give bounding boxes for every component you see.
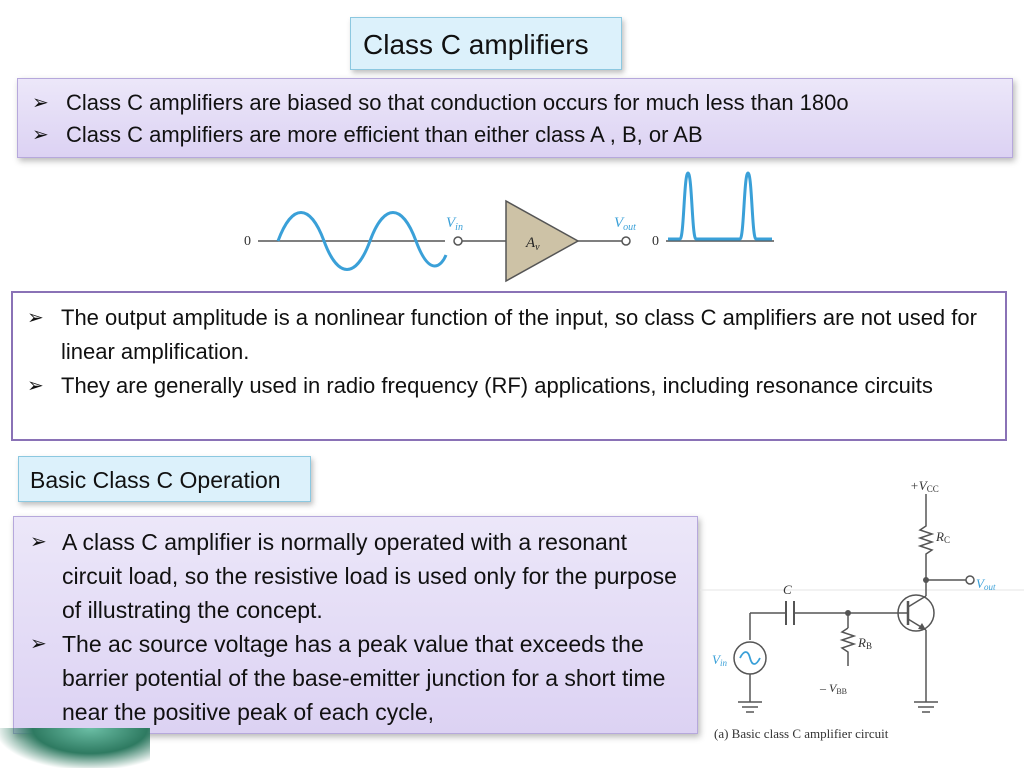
bullet-text: Class C amplifiers are biased so that co… [66, 90, 849, 115]
vcc-label: +VCC [910, 478, 939, 494]
class-c-circuit-diagram: +VCC RC Vout C Vin RB – VBB (a) Basic cl… [700, 478, 1024, 741]
input-zero-label: 0 [244, 234, 251, 249]
vout-label: Vout [614, 215, 636, 233]
vout-label: Vout [976, 576, 996, 592]
bullet-text: They are generally used in radio frequen… [61, 373, 933, 398]
amplifier-triangle-icon [505, 199, 580, 283]
vin-label: Vin [712, 652, 727, 668]
rc-resistor-icon [917, 520, 935, 580]
output-pulse-train [668, 171, 772, 241]
emitter-arrow-icon [918, 623, 926, 630]
input-sine-wave [276, 211, 448, 271]
c-label: C [783, 582, 792, 597]
slide-title: Class C amplifiers [350, 17, 622, 70]
vin-label: Vin [446, 215, 463, 233]
arrow-bullet-icon: ➢ [27, 375, 44, 397]
section-heading: Basic Class C Operation [18, 456, 311, 502]
list-item: ➢ Class C amplifiers are more efficient t… [28, 119, 1002, 151]
list-item: ➢ The output amplitude is a nonlinear fun… [23, 301, 995, 369]
details-list: ➢ The output amplitude is a nonlinear fun… [23, 301, 995, 403]
intro-list: ➢ Class C amplifiers are biased so that c… [28, 87, 1002, 151]
circuit-caption: (a) Basic class C amplifier circuit [714, 726, 889, 741]
intro-box: ➢ Class C amplifiers are biased so that c… [17, 78, 1013, 158]
output-terminal-icon [621, 236, 631, 246]
arrow-bullet-icon: ➢ [32, 92, 49, 114]
rb-label: RB [857, 635, 872, 651]
arrow-bullet-icon: ➢ [27, 307, 44, 329]
rc-label: RC [935, 529, 950, 545]
operation-list: ➢ A class C amplifier is normally operate… [24, 525, 687, 729]
input-terminal-icon [453, 236, 463, 246]
ac-sine-icon [739, 651, 761, 665]
waveform-diagram: 0 Vin Av Vout 0 [244, 171, 774, 283]
list-item: ➢ A class C amplifier is normally operate… [24, 525, 687, 627]
operation-box: ➢ A class C amplifier is normally operate… [13, 516, 698, 734]
vout-terminal-icon [965, 575, 975, 585]
list-item: ➢ They are generally used in radio freque… [23, 369, 995, 403]
ground-icon [738, 701, 762, 713]
list-item: ➢ Class C amplifiers are biased so that c… [28, 87, 1002, 119]
amp-label: Av [525, 235, 540, 253]
output-zero-label: 0 [652, 234, 659, 249]
ground-icon [914, 701, 938, 713]
arrow-bullet-icon: ➢ [32, 124, 49, 146]
list-item: ➢ The ac source voltage has a peak value … [24, 627, 687, 729]
bullet-text: A class C amplifier is normally operated… [62, 529, 677, 623]
vbb-label: – VBB [819, 681, 847, 696]
arrow-bullet-icon: ➢ [30, 633, 47, 655]
bullet-text: Class C amplifiers are more efficient th… [66, 122, 703, 147]
transistor-collector [907, 595, 927, 608]
details-box: ➢ The output amplitude is a nonlinear fun… [11, 291, 1007, 441]
bullet-text: The output amplitude is a nonlinear func… [61, 305, 977, 364]
bullet-text: The ac source voltage has a peak value t… [62, 631, 666, 725]
rb-resistor-icon [839, 627, 857, 666]
arrow-bullet-icon: ➢ [30, 531, 47, 553]
decorative-leaf-graphic [0, 728, 150, 768]
